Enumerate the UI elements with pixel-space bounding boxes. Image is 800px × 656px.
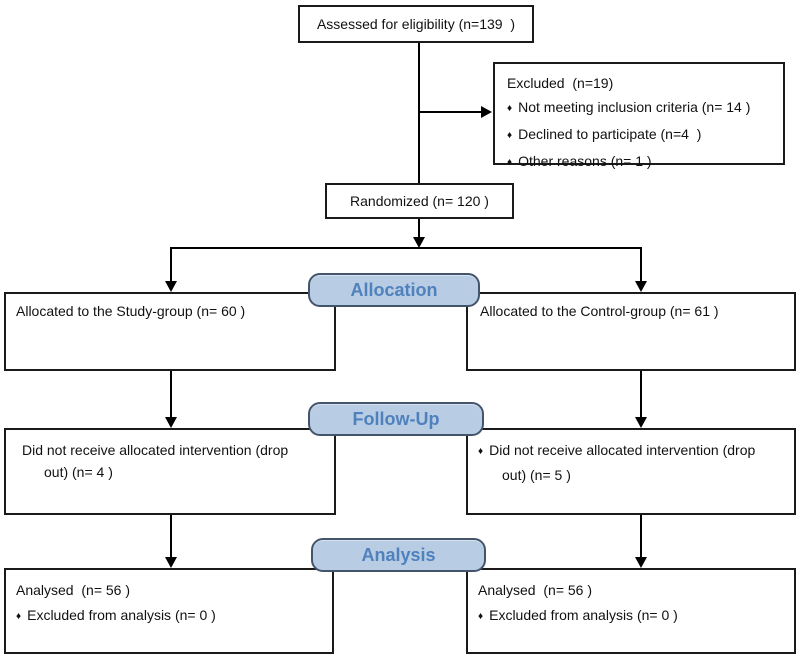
followup-study-line2: out) (n= 4 ) (44, 464, 113, 480)
connector-alloc-right-down (640, 371, 642, 417)
connector-split-left-down (170, 248, 172, 281)
analysed-study-group-box: Analysed (n= 56 ) ♦ Excluded from analysi… (4, 568, 334, 654)
followup-control-line2: out) (n= 5 ) (502, 467, 571, 483)
excluded-item-label: Declined to participate (n=4 ) (518, 126, 702, 142)
excluded-item: ♦ Other reasons (n= 1 ) (507, 149, 775, 176)
analysed-study-excluded-label: Excluded from analysis (n= 0 ) (27, 607, 216, 623)
diamond-bullet-icon: ♦ (507, 130, 513, 141)
analysed-study-count: Analysed (n= 56 ) (16, 582, 131, 598)
arrowhead-fu-left-icon (165, 417, 177, 428)
arrowhead-analysis-left-icon (165, 557, 177, 568)
randomized-box: Randomized (n= 120 ) (325, 183, 514, 219)
followup-study-group-box: Did not receive allocated intervention (… (4, 428, 336, 515)
diamond-bullet-icon: ♦ (507, 157, 513, 168)
allocation-stage-banner: Allocation (308, 273, 480, 307)
diamond-bullet-icon: ♦ (478, 611, 484, 622)
analysis-stage-label: Analysis (361, 544, 436, 565)
excluded-item: ♦ Not meeting inclusion criteria (n= 14 ) (507, 95, 775, 122)
analysis-stage-banner: Analysis (311, 538, 486, 572)
followup-stage-banner: Follow-Up (308, 402, 484, 436)
diamond-bullet-icon: ♦ (16, 611, 22, 622)
arrowhead-fu-right-icon (635, 417, 647, 428)
analysed-control-count: Analysed (n= 56 ) (478, 582, 593, 598)
analysed-study-excluded-row: ♦ Excluded from analysis (n= 0 ) (16, 603, 324, 630)
excluded-item-label: Not meeting inclusion criteria (n= 14 ) (518, 99, 751, 115)
excluded-item: ♦ Declined to participate (n=4 ) (507, 122, 775, 149)
connector-split-right-down (640, 248, 642, 281)
diamond-bullet-icon: ♦ (507, 103, 513, 114)
excluded-box: Excluded (n=19) ♦ Not meeting inclusion c… (493, 62, 785, 169)
connector-fu-right-down (640, 515, 642, 557)
diamond-bullet-icon: ♦ (478, 446, 484, 457)
arrowhead-alloc-left-icon (165, 281, 177, 292)
followup-control-line1: ♦ Did not receive allocated intervention … (468, 439, 788, 464)
excluded-item-label: Other reasons (n= 1 ) (518, 153, 652, 169)
randomized-label: Randomized (n= 120 ) (350, 193, 489, 209)
connector-randomized-down (418, 219, 420, 240)
analysed-control-excluded-label: Excluded from analysis (n= 0 ) (489, 607, 678, 623)
connector-split-horizontal (170, 247, 642, 249)
arrowhead-alloc-right-icon (635, 281, 647, 292)
followup-control-line1-label: Did not receive allocated intervention (… (489, 442, 756, 458)
assessed-eligibility-label: Assessed for eligibility (n=139 ) (316, 16, 516, 32)
arrowhead-analysis-right-icon (635, 557, 647, 568)
analysed-control-excluded-row: ♦ Excluded from analysis (n= 0 ) (478, 603, 786, 630)
excluded-title: Excluded (n=19) (507, 75, 614, 91)
allocation-stage-label: Allocation (350, 279, 438, 300)
analysed-control-group-box: Analysed (n= 56 ) ♦ Excluded from analysi… (466, 568, 796, 654)
followup-study-line1: Did not receive allocated intervention (… (22, 442, 289, 458)
arrowhead-randomized-icon (413, 237, 425, 248)
allocated-control-group-box: Allocated to the Control-group (n= 61 ) (466, 292, 796, 371)
connector-branch-to-excluded (419, 111, 482, 113)
connector-fu-left-down (170, 515, 172, 557)
followup-control-group-box: ♦ Did not receive allocated intervention … (466, 428, 796, 515)
allocated-study-group-label: Allocated to the Study-group (n= 60 ) (16, 303, 246, 319)
followup-stage-label: Follow-Up (352, 408, 440, 429)
assessed-eligibility-box: Assessed for eligibility (n=139 ) (298, 5, 534, 43)
allocated-control-group-label: Allocated to the Control-group (n= 61 ) (480, 303, 719, 319)
connector-alloc-left-down (170, 371, 172, 417)
connector-assessed-to-randomized (418, 43, 420, 183)
allocated-study-group-box: Allocated to the Study-group (n= 60 ) (4, 292, 336, 371)
arrowhead-to-excluded-icon (481, 106, 492, 118)
